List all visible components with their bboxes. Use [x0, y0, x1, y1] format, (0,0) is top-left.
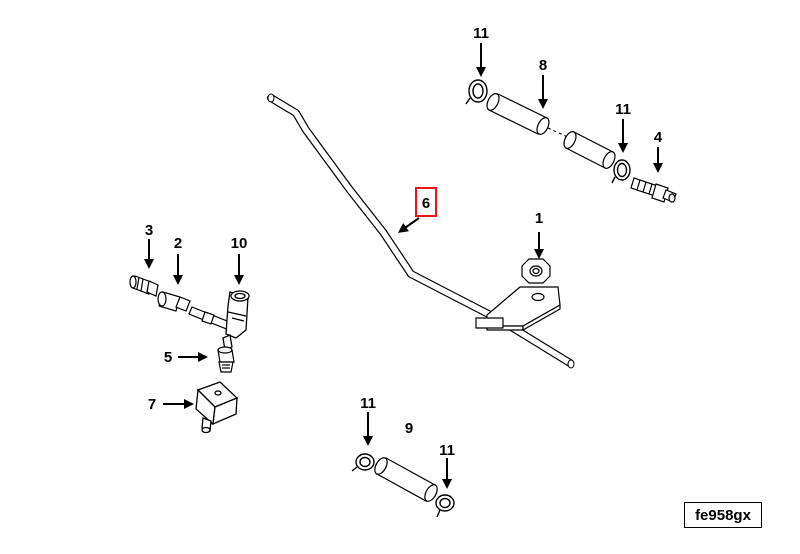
- callout-3: 3: [145, 222, 153, 239]
- callout-11-mid: 11: [615, 101, 631, 118]
- callout-labels: 1 2 3 4 5 6 7 8 9 10 11 11 11 11: [145, 25, 663, 459]
- callout-10: 10: [231, 235, 248, 252]
- callout-5: 5: [164, 349, 172, 366]
- callout-1: 1: [535, 210, 543, 227]
- block-part-7: [195, 381, 239, 434]
- callout-11-bottom-right: 11: [439, 442, 455, 459]
- clamp-part-11-bottom-left: [351, 453, 375, 472]
- fitting-part-5: [217, 346, 235, 373]
- clamp-part-11-mid: [611, 159, 631, 184]
- callout-9: 9: [405, 420, 413, 437]
- callout-6-highlight-box: [415, 187, 437, 217]
- nut-part-1: [521, 258, 551, 284]
- elbow-part-10: [222, 290, 250, 351]
- reference-code: fe958gx: [684, 502, 762, 528]
- callout-8: 8: [539, 57, 547, 74]
- hose-part-8: [486, 93, 616, 169]
- arrow-6: [397, 217, 420, 233]
- callout-2: 2: [174, 235, 182, 252]
- callout-11-top: 11: [473, 25, 489, 42]
- fitting-part-4: [630, 177, 677, 203]
- callout-7: 7: [148, 396, 156, 413]
- clamp-part-11-bottom-right: [435, 494, 455, 518]
- callout-4: 4: [654, 129, 663, 146]
- tube-bracket: [475, 286, 561, 331]
- hose-part-9: [374, 457, 438, 502]
- fitting-part-3: [129, 275, 159, 297]
- connector-tube-left: [188, 306, 233, 331]
- fitting-part-2: [157, 291, 191, 312]
- tube-part-6: [267, 93, 575, 369]
- callout-arrows: [144, 43, 663, 489]
- callout-11-bottom-left: 11: [360, 395, 376, 412]
- callout-6: 6: [422, 195, 430, 212]
- clamp-part-11-top: [465, 79, 488, 105]
